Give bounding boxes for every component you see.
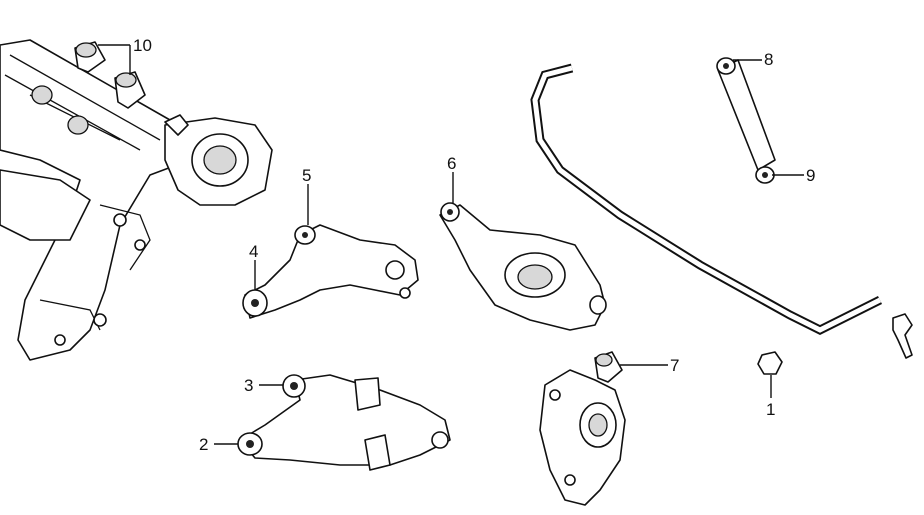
callout-label: 10	[133, 36, 152, 55]
bushing-7	[594, 351, 623, 383]
callout-9: 9	[772, 166, 815, 185]
callout-label: 5	[302, 166, 311, 185]
callout-2: 2	[199, 435, 238, 454]
callout-label: 7	[670, 356, 679, 375]
callout-3: 3	[244, 376, 283, 395]
callout-label: 1	[766, 400, 775, 419]
callout-label: 2	[199, 435, 208, 454]
callout-label: 4	[249, 242, 258, 261]
bushing-1	[757, 351, 783, 375]
callout-6: 6	[447, 154, 456, 203]
front-lower-arm	[237, 374, 451, 471]
rear-knuckle	[539, 369, 626, 506]
callout-label: 6	[447, 154, 456, 173]
lower-control-arm	[439, 202, 607, 331]
shock-absorber	[716, 57, 776, 184]
rear-crossmember	[0, 39, 273, 361]
callout-4: 4	[249, 242, 258, 290]
upper-control-arm	[242, 224, 419, 319]
stabilizer-bar	[530, 63, 913, 359]
callout-5: 5	[302, 166, 311, 225]
callout-label: 9	[806, 166, 815, 185]
bushing-pair-10	[74, 41, 146, 109]
callout-label: 8	[764, 50, 773, 69]
callout-1: 1	[766, 375, 775, 419]
callout-10: 10	[98, 36, 152, 75]
callout-label: 3	[244, 376, 253, 395]
callout-8: 8	[733, 50, 773, 69]
callout-7: 7	[620, 356, 679, 375]
